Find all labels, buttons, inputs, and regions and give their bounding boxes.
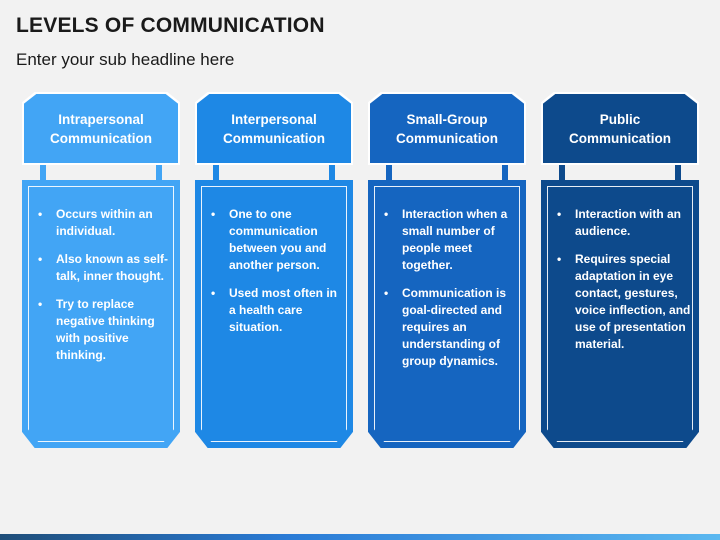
connector [213,165,219,180]
bullet-item: Also known as self-talk, inner thought. [34,251,172,285]
bullet-item: Interaction when a small number of peopl… [380,206,518,274]
slide-subtitle: Enter your sub headline here [16,50,235,69]
bullet-list: Interaction with an audience. Requires s… [553,206,691,364]
connector [329,165,335,180]
column-heading: Intrapersonal Communication [49,111,152,146]
bullet-list: Interaction when a small number of peopl… [380,206,518,381]
column-interpersonal: Interpersonal Communication One to one c… [195,92,353,448]
column-heading: Interpersonal Communication [222,111,325,146]
column-body-frame [374,186,520,442]
connector [40,165,46,180]
column-body: Interaction with an audience. Requires s… [541,180,699,448]
column-body: One to one communication between you and… [195,180,353,448]
column-header: Intrapersonal Communication [22,92,180,165]
column-body: Occurs within an individual. Also known … [22,180,180,448]
bullet-item: One to one communication between you and… [207,206,345,274]
column-header-fill: Intrapersonal Communication [24,94,178,163]
column-heading: Public Communication [568,111,671,146]
connector [156,165,162,180]
connector [675,165,681,180]
bullet-item: Try to replace negative thinking with po… [34,296,172,364]
bullet-item: Communication is goal-directed and requi… [380,285,518,370]
column-header: Small-Group Communication [368,92,526,165]
column-body-frame [201,186,347,442]
column-intrapersonal: Intrapersonal Communication Occurs withi… [22,92,180,448]
bullet-item: Requires special adaptation in eye conta… [553,251,691,353]
column-body-frame [547,186,693,442]
column-heading: Small-Group Communication [395,111,498,146]
column-header-fill: Small-Group Communication [370,94,524,163]
column-header: Interpersonal Communication [195,92,353,165]
bullet-list: Occurs within an individual. Also known … [34,206,172,375]
bullet-item: Used most often in a health care situati… [207,285,345,336]
column-body: Interaction when a small number of peopl… [368,180,526,448]
slide-title: LEVELS OF COMMUNICATION [16,14,325,37]
column-header: Public Communication [541,92,699,165]
column-small-group: Small-Group Communication Interaction wh… [368,92,526,448]
bottom-accent-bar [0,534,720,540]
column-public: Public Communication Interaction with an… [541,92,699,448]
column-header-fill: Interpersonal Communication [197,94,351,163]
connector [502,165,508,180]
column-body-frame [28,186,174,442]
bullet-list: One to one communication between you and… [207,206,345,347]
bullet-item: Interaction with an audience. [553,206,691,240]
connector [386,165,392,180]
column-header-fill: Public Communication [543,94,697,163]
connector [559,165,565,180]
bullet-item: Occurs within an individual. [34,206,172,240]
